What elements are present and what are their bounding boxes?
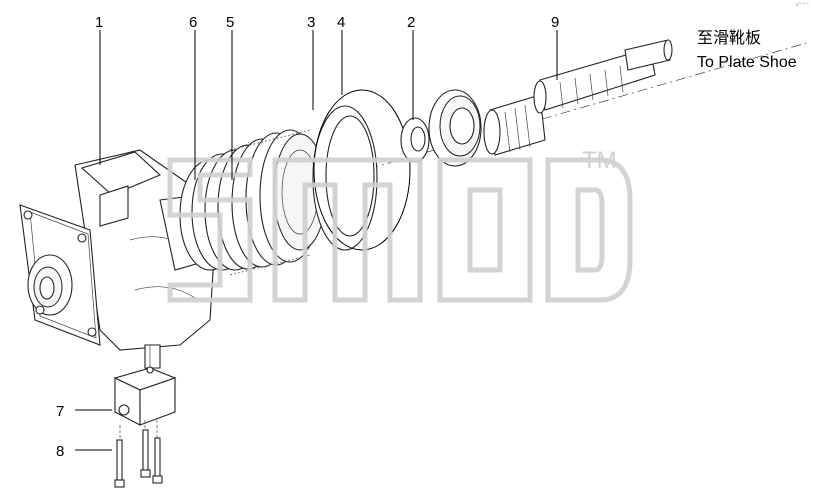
note-chinese: 至滑靴板 bbox=[697, 30, 762, 47]
part-4-snap-ring bbox=[313, 89, 411, 251]
callout-1: 1 bbox=[95, 14, 103, 31]
callout-2: 2 bbox=[407, 14, 415, 31]
callout-4: 4 bbox=[337, 14, 345, 31]
callout-7: 7 bbox=[56, 403, 64, 420]
watermark-trademark: TM bbox=[582, 147, 617, 174]
leader-lines bbox=[75, 30, 558, 451]
part-9-shaft bbox=[483, 39, 673, 156]
callout-6: 6 bbox=[189, 14, 197, 31]
callout-3: 3 bbox=[307, 14, 315, 31]
part-2-bearings bbox=[400, 89, 482, 167]
note-english: To Plate Shoe bbox=[697, 54, 797, 71]
callout-5: 5 bbox=[226, 14, 234, 31]
callout-8: 8 bbox=[56, 443, 64, 460]
corner-tag: sᵐ ᵖʳᵒ bbox=[796, 2, 809, 8]
part-8-bolts bbox=[114, 420, 163, 488]
callout-9: 9 bbox=[551, 14, 559, 31]
part-3-ring bbox=[312, 105, 378, 251]
watermark-logo bbox=[167, 157, 633, 303]
part-7-valve-block bbox=[113, 345, 177, 426]
